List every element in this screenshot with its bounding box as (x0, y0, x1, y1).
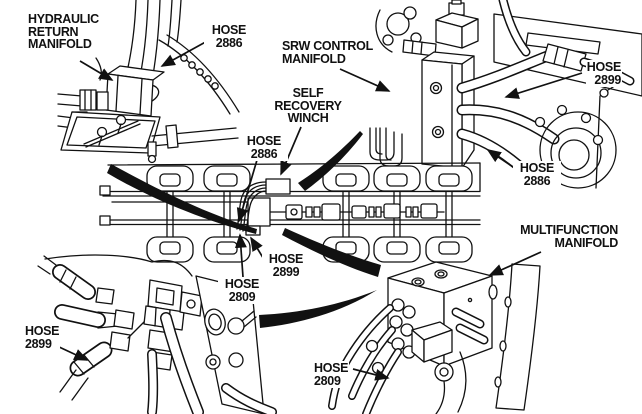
leader-hose-2899-bottom-left (56, 345, 89, 361)
hydraulic-return-manifold-view (57, 0, 240, 164)
srw-control-manifold-view (375, 0, 642, 189)
swoosh-to-manifold (282, 228, 381, 277)
swoosh-upper-right (298, 131, 363, 191)
leader-hose-2809-center (234, 233, 247, 278)
leader-srw-control-manifold (339, 68, 391, 92)
swoosh-lower (259, 290, 377, 328)
callout-hose-2809-bottom: HOSE 2809 (313, 361, 350, 388)
callout-hose-2899-top-right: HOSE 2899 (585, 60, 622, 87)
callout-hose-2886-right: HOSE 2886 (513, 161, 561, 188)
leader-arrows (56, 38, 583, 381)
leader-hydraulic-return-manifold (79, 60, 114, 81)
callout-hose-2899-bottom-left: HOSE 2899 (24, 324, 61, 351)
multifunction-manifold-view (328, 261, 541, 414)
callout-hose-2886-center: HOSE 2886 (240, 134, 288, 161)
chassis-top-view (99, 127, 481, 263)
swoosh-upper-left (107, 164, 257, 234)
callout-hose-2899-center: HOSE 2899 (262, 252, 310, 279)
leader-self-recovery-winch (280, 126, 302, 176)
swoosh-arrows (107, 131, 381, 328)
callout-srw-control-manifold: SRW CONTROL MANIFOLD (281, 39, 374, 66)
callout-self-recovery-winch: SELF RECOVERY WINCH (267, 86, 349, 126)
leader-hose-2886-top (160, 38, 212, 67)
leader-hose-2886-center (236, 159, 258, 223)
leader-hose-2886-right (486, 149, 517, 170)
callout-multifunction-manifold: MULTIFUNCTION MANIFOLD (519, 223, 619, 250)
callout-hydraulic-return-manifold: HYDRAULIC RETURN MANIFOLD (27, 12, 100, 52)
callout-hose-2886-top: HOSE 2886 (204, 23, 254, 50)
self-recovery-winch-box (265, 178, 291, 195)
hose-cluster-view (37, 254, 277, 414)
callout-hose-2809-center: HOSE 2809 (218, 277, 266, 304)
leader-hose-2809-bottom (352, 368, 390, 381)
leader-hose-2899-top-right (504, 72, 583, 99)
leader-multifunction-manifold (488, 251, 542, 276)
